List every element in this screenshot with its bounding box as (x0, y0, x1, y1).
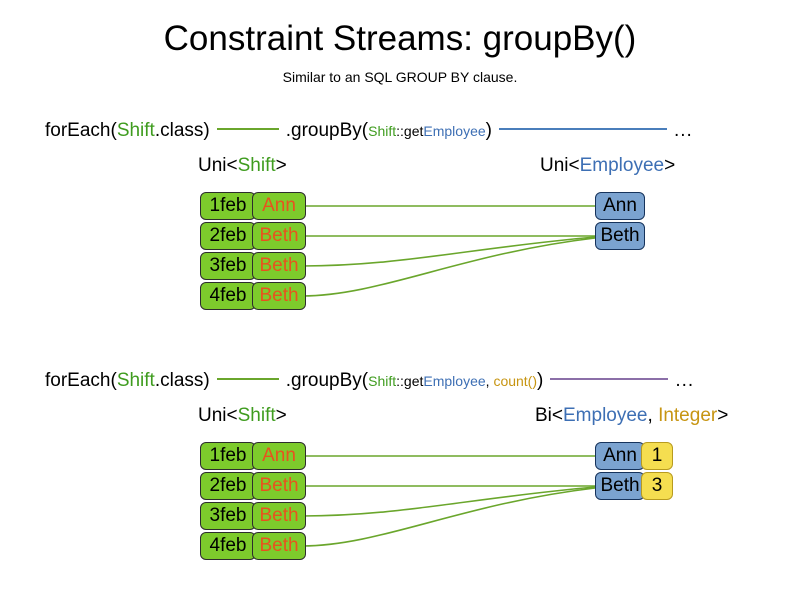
connector-foreach-to-groupby (216, 127, 279, 130)
shift-employee-cell: Ann (252, 442, 306, 470)
shift-employee-cell: Beth (252, 252, 306, 280)
caption-suffix: > (275, 155, 287, 176)
groupby-arg-type: Shift (368, 123, 397, 139)
page-subtitle: Similar to an SQL GROUP BY clause. (282, 69, 518, 85)
caption-type: Employee (563, 405, 648, 426)
groupby-collector: count() (493, 373, 538, 389)
wire-3feb-beth (301, 236, 596, 267)
employee-row[interactable]: Ann (595, 192, 645, 220)
caption-uni-shift-2: Uni<Shift> (198, 404, 287, 428)
shift-date-cell: 2feb (200, 472, 256, 500)
shift-row[interactable]: 3feb Beth (200, 502, 306, 530)
shift-row[interactable]: 2feb Beth (200, 472, 306, 500)
employee-name-cell: Beth (595, 222, 645, 250)
shift-employee-cell: Beth (252, 222, 306, 250)
caption-type: Shift (237, 155, 276, 176)
connector-groupby-to-next (550, 377, 669, 380)
shift-employee-cell: Beth (252, 532, 306, 560)
employee-count-cell: 1 (641, 442, 673, 470)
shift-employee-cell: Ann (252, 192, 306, 220)
shift-employee-cell: Beth (252, 282, 306, 310)
shift-employee-cell: Beth (252, 502, 306, 530)
foreach-keyword: forEach( (45, 120, 117, 141)
caption-suffix: > (275, 405, 287, 426)
groupby-arg-separator: ::get (396, 373, 424, 389)
shift-row[interactable]: 4feb Beth (200, 282, 306, 310)
caption-type: Employee (579, 155, 665, 176)
groupby-keyword: .groupBy( (285, 370, 369, 391)
groupby-arg-comma: , (485, 373, 494, 389)
wire-4feb-beth (301, 237, 596, 297)
shift-date-cell: 1feb (200, 442, 256, 470)
shift-date-cell: 4feb (200, 532, 256, 560)
code-line-groupby-count: forEach(Shift.class).groupBy(Shift::getE… (45, 368, 765, 394)
shift-row[interactable]: 1feb Ann (200, 442, 306, 470)
foreach-class-suffix: .class) (154, 120, 210, 141)
employee-name-cell: Ann (595, 192, 645, 220)
employee-count-row[interactable]: Beth 3 (595, 472, 673, 500)
shift-row[interactable]: 4feb Beth (200, 532, 306, 560)
shift-row[interactable]: 1feb Ann (200, 192, 306, 220)
foreach-type: Shift (116, 370, 155, 391)
page-title: Constraint Streams: groupBy() (163, 19, 637, 58)
caption-bi-employee-integer: Bi<Employee, Integer> (535, 404, 728, 428)
groupby-arg-property: Employee (423, 373, 486, 389)
connector-groupby-to-next (498, 127, 667, 130)
groupby-keyword: .groupBy( (285, 120, 369, 141)
employee-name-cell: Ann (595, 442, 645, 470)
wire-3feb-beth-2 (301, 486, 596, 517)
caption-uni-shift-1: Uni<Shift> (198, 154, 287, 178)
shift-date-cell: 2feb (200, 222, 256, 250)
caption-prefix: Bi< (535, 405, 563, 426)
groupby-close-paren: ) (485, 120, 492, 141)
ellipsis: ... (675, 370, 695, 391)
shift-employee-cell: Beth (252, 472, 306, 500)
foreach-keyword: forEach( (45, 370, 117, 391)
ellipsis: ... (673, 120, 693, 141)
foreach-class-suffix: .class) (154, 370, 210, 391)
caption-suffix: > (664, 155, 676, 176)
caption-suffix: > (717, 405, 729, 426)
employee-count-cell: 3 (641, 472, 673, 500)
employee-name-cell: Beth (595, 472, 645, 500)
groupby-arg-type: Shift (368, 373, 397, 389)
connector-foreach-to-groupby (216, 377, 279, 380)
caption-type: Shift (237, 405, 276, 426)
shift-date-cell: 1feb (200, 192, 256, 220)
caption-prefix: Uni< (540, 155, 580, 176)
caption-uni-employee-1: Uni<Employee> (540, 154, 675, 178)
shift-date-cell: 4feb (200, 282, 256, 310)
caption-comma: , (647, 405, 659, 426)
code-line-groupby-single: forEach(Shift.class).groupBy(Shift::getE… (45, 118, 765, 144)
shift-row[interactable]: 2feb Beth (200, 222, 306, 250)
caption-prefix: Uni< (198, 405, 238, 426)
employee-count-row[interactable]: Ann 1 (595, 442, 673, 470)
shift-date-cell: 3feb (200, 502, 256, 530)
shift-date-cell: 3feb (200, 252, 256, 280)
shift-row[interactable]: 3feb Beth (200, 252, 306, 280)
groupby-arg-property: Employee (423, 123, 486, 139)
wire-4feb-beth-2 (301, 487, 596, 547)
caption-type2: Integer (658, 405, 718, 426)
employee-row[interactable]: Beth (595, 222, 645, 250)
groupby-arg-separator: ::get (396, 123, 424, 139)
caption-prefix: Uni< (198, 155, 238, 176)
groupby-close-paren: ) (537, 370, 544, 391)
foreach-type: Shift (116, 120, 155, 141)
